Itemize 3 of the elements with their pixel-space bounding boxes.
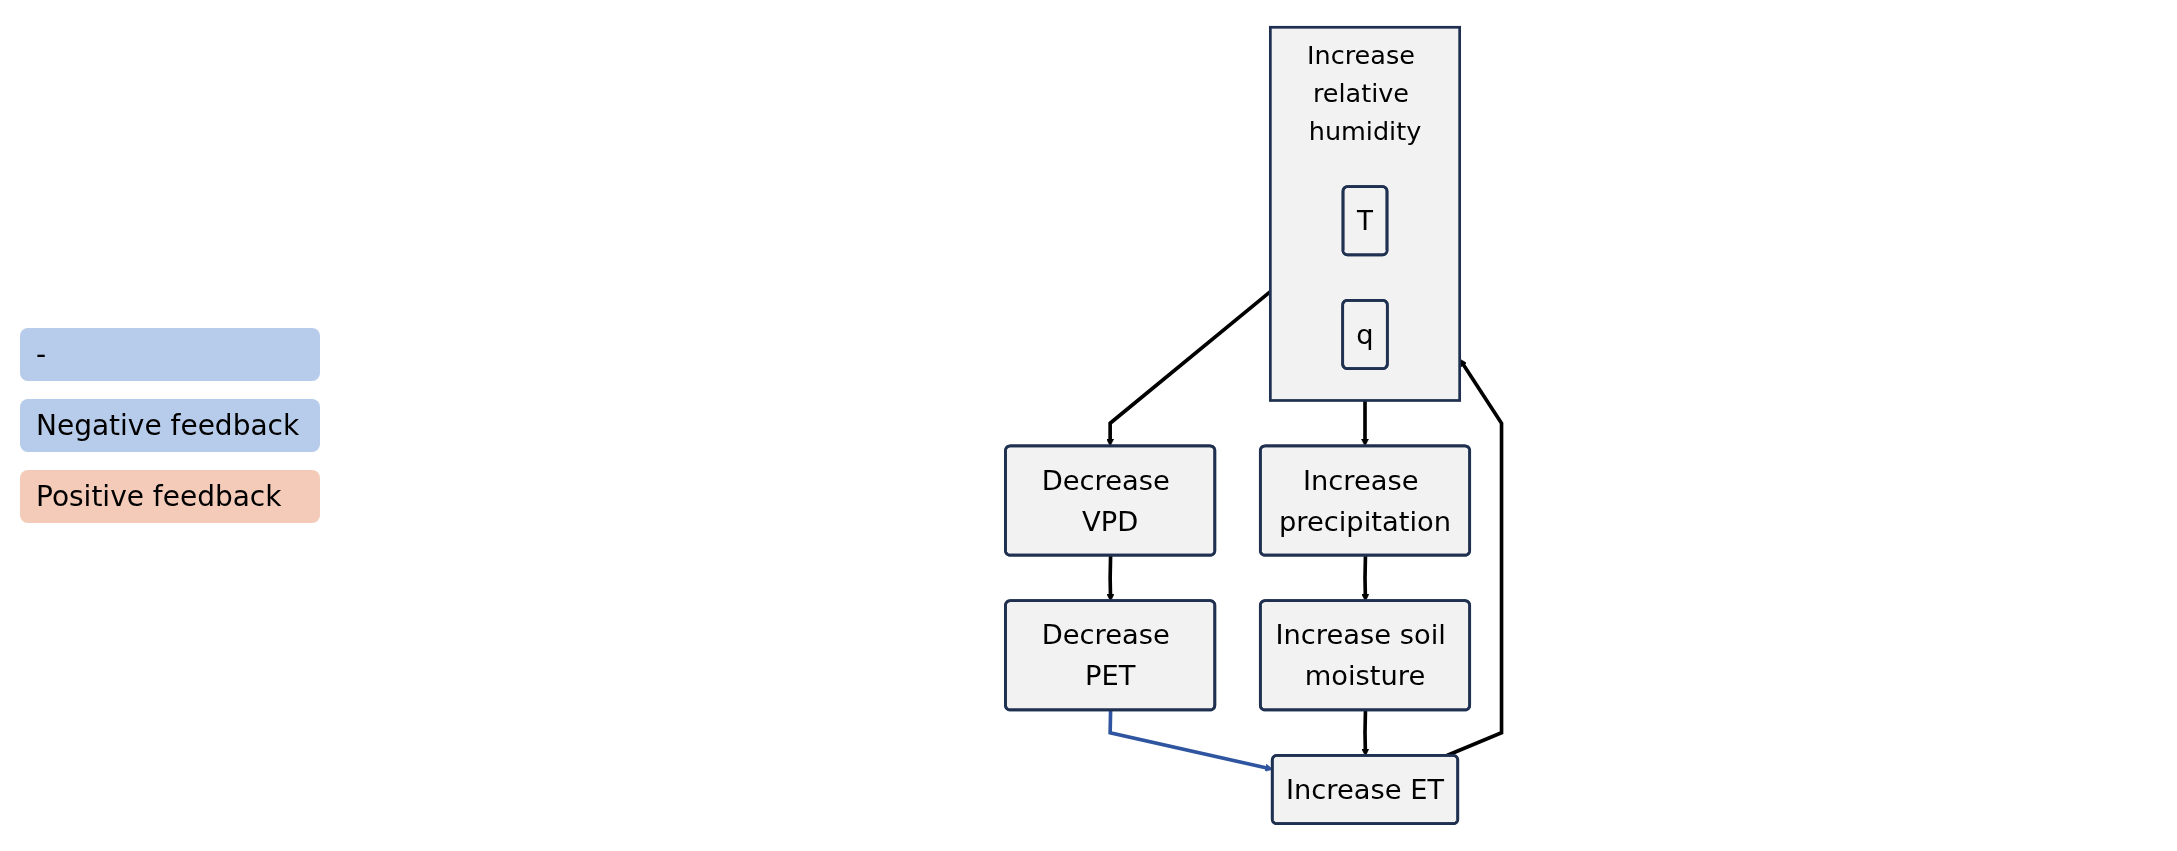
feedback-label: Positive feedback	[20, 470, 320, 523]
feedback-label: Negative feedback	[20, 399, 320, 452]
feedback-label: -	[20, 328, 320, 381]
